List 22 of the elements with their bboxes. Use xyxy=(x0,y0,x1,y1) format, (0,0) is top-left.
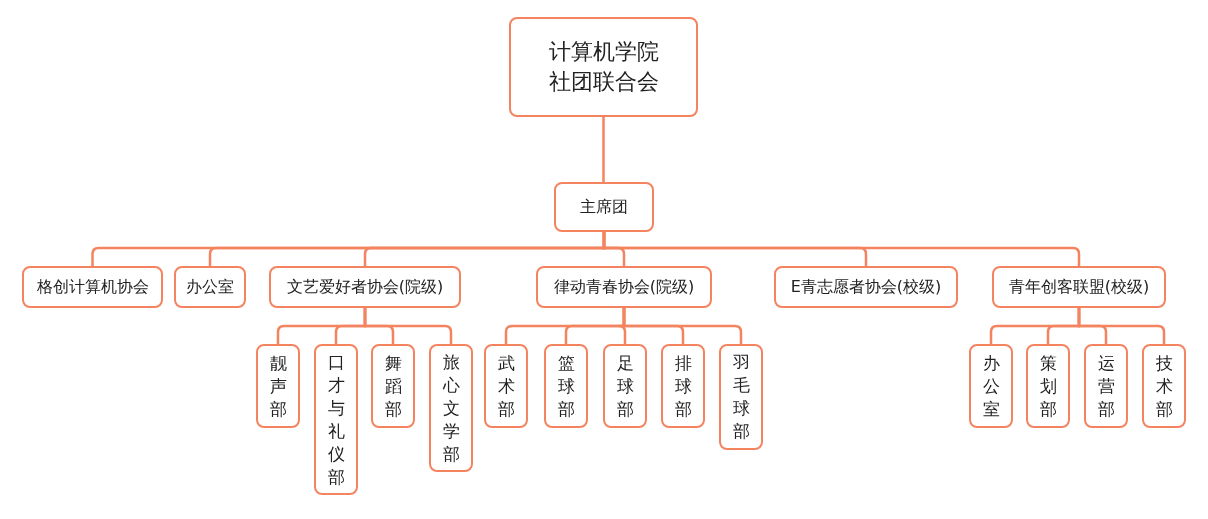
org-box: 足球部 xyxy=(603,344,647,428)
org-box: 口才与礼仪部 xyxy=(314,344,358,495)
org-box: 办公室 xyxy=(174,266,246,308)
org-box: 技术部 xyxy=(1142,344,1186,428)
connector-line xyxy=(602,117,605,182)
org-box: 计算机学院社团联合会 xyxy=(509,17,698,117)
org-box: 运营部 xyxy=(1084,344,1128,428)
org-box: E青志愿者协会(校级) xyxy=(774,266,958,308)
org-box: 篮球部 xyxy=(544,344,588,428)
org-box: 青年创客联盟(校级) xyxy=(992,266,1166,308)
org-box: 羽毛球部 xyxy=(719,344,763,450)
org-box: 靓声部 xyxy=(256,344,300,428)
org-box: 旅心文学部 xyxy=(429,344,473,472)
org-box: 文艺爱好者协会(院级) xyxy=(269,266,461,308)
org-box: 排球部 xyxy=(661,344,705,428)
org-box: 律动青春协会(院级) xyxy=(536,266,712,308)
org-box: 办公室 xyxy=(969,344,1013,428)
org-box: 主席团 xyxy=(554,182,654,232)
org-box: 策划部 xyxy=(1026,344,1070,428)
org-box: 格创计算机协会 xyxy=(22,266,163,308)
org-box: 舞蹈部 xyxy=(371,344,415,428)
org-box: 武术部 xyxy=(484,344,528,428)
